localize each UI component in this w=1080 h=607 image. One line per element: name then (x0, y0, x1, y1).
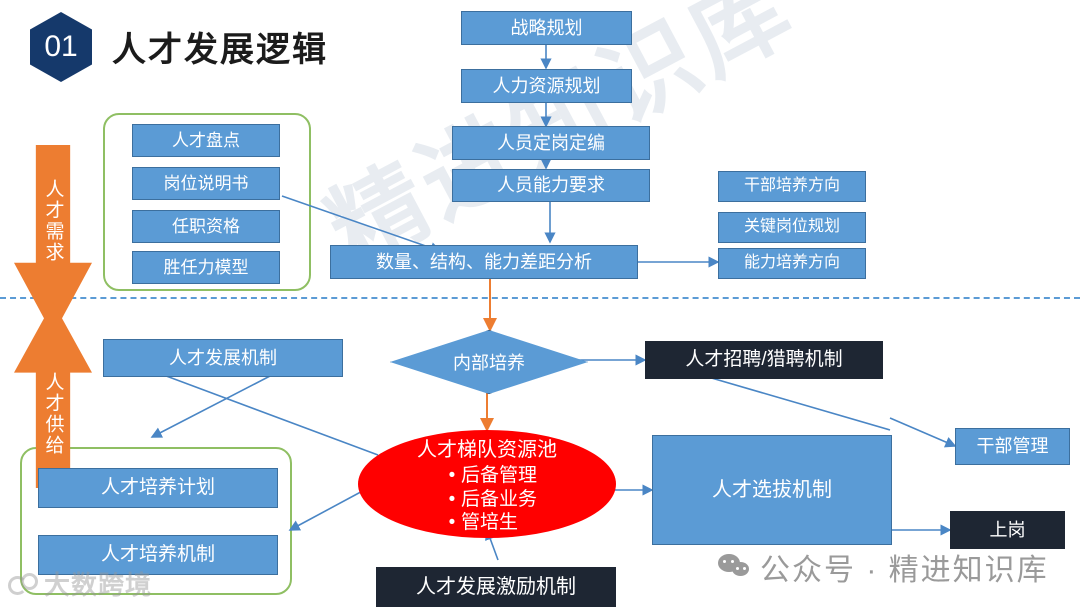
right-item-2-label: 能力培养方向 (743, 254, 840, 272)
demand-item-3-label: 胜任力模型 (163, 257, 249, 277)
talent-pool-bullet-1: 后备业务 (443, 488, 537, 512)
cadre-management-label: 干部管理 (976, 436, 1049, 457)
talent-pool-bullet-2: 管培生 (443, 511, 537, 535)
training-item-0-label: 人才培养计划 (100, 477, 215, 499)
demand-item-1-label: 岗位说明书 (163, 173, 249, 193)
gap-analysis-box[interactable]: 数量、结构、能力差距分析 (330, 245, 638, 279)
chain-item-1-label: 人力资源规划 (492, 75, 601, 96)
demand-item-0[interactable]: 人才盘点 (132, 124, 280, 157)
onboarding-box[interactable]: 上岗 (950, 511, 1065, 549)
training-item-1[interactable]: 人才培养机制 (38, 535, 278, 575)
chain-item-1[interactable]: 人力资源规划 (461, 69, 632, 103)
incentive-box[interactable]: 人才发展激励机制 (376, 567, 616, 607)
development-mechanism-box[interactable]: 人才发展机制 (103, 339, 343, 377)
demand-item-1[interactable]: 岗位说明书 (132, 167, 280, 200)
chain-item-3[interactable]: 人员能力要求 (452, 169, 650, 202)
demand-item-0-label: 人才盘点 (172, 130, 240, 150)
gap-analysis-label: 数量、结构、能力差距分析 (376, 251, 592, 272)
wechat-icon (718, 554, 752, 580)
supply-arrow-label: 人才供给 (42, 372, 64, 456)
talent-pool-bullet-0: 后备管理 (443, 464, 537, 488)
training-item-0[interactable]: 人才培养计划 (38, 468, 278, 508)
demand-supply-divider (0, 297, 1080, 299)
recruitment-box[interactable]: 人才招聘/猎聘机制 (645, 341, 883, 379)
internal-training-diamond[interactable]: 内部培养 (390, 330, 588, 394)
incentive-label: 人才发展激励机制 (416, 575, 576, 598)
demand-arrow-label: 人才需求 (42, 179, 64, 263)
chain-item-0-label: 战略规划 (510, 17, 583, 38)
right-item-2[interactable]: 能力培养方向 (718, 248, 866, 279)
selection-mechanism-label: 人才选拔机制 (712, 478, 832, 501)
section-badge: 01 (30, 12, 92, 82)
right-item-1-label: 关键岗位规划 (743, 218, 840, 236)
onboarding-label: 上岗 (989, 519, 1026, 540)
chain-item-2[interactable]: 人员定岗定编 (452, 126, 650, 160)
wechat-watermark: 公众号 · 精进知识库 (718, 545, 1049, 589)
internal-training-label: 内部培养 (453, 353, 525, 373)
talent-pool-ellipse[interactable]: 人才梯队资源池 后备管理 后备业务 管培生 (358, 430, 616, 538)
chain-item-0[interactable]: 战略规划 (461, 11, 632, 45)
development-mechanism-label: 人才发展机制 (169, 347, 277, 368)
chain-item-2-label: 人员定岗定编 (497, 132, 605, 153)
recruitment-label: 人才招聘/猎聘机制 (685, 349, 843, 371)
cadre-management-box[interactable]: 干部管理 (955, 428, 1070, 465)
talent-pool-bullets: 后备管理 后备业务 管培生 (437, 464, 537, 535)
page-title: 人才发展逻辑 (112, 31, 328, 69)
talent-pool-title: 人才梯队资源池 (417, 438, 557, 461)
demand-item-2-label: 任职资格 (172, 216, 240, 236)
chain-item-3-label: 人员能力要求 (497, 175, 605, 196)
wechat-watermark-text: 公众号 · 精进知识库 (760, 554, 1049, 587)
right-item-1[interactable]: 关键岗位规划 (718, 212, 866, 243)
section-badge-number: 01 (44, 30, 78, 63)
selection-mechanism-box[interactable]: 人才选拔机制 (652, 435, 892, 545)
demand-item-2[interactable]: 任职资格 (132, 210, 280, 243)
training-item-1-label: 人才培养机制 (100, 544, 215, 566)
right-item-0[interactable]: 干部培养方向 (718, 171, 866, 202)
right-item-0-label: 干部培养方向 (743, 177, 840, 195)
demand-item-3[interactable]: 胜任力模型 (132, 251, 280, 284)
